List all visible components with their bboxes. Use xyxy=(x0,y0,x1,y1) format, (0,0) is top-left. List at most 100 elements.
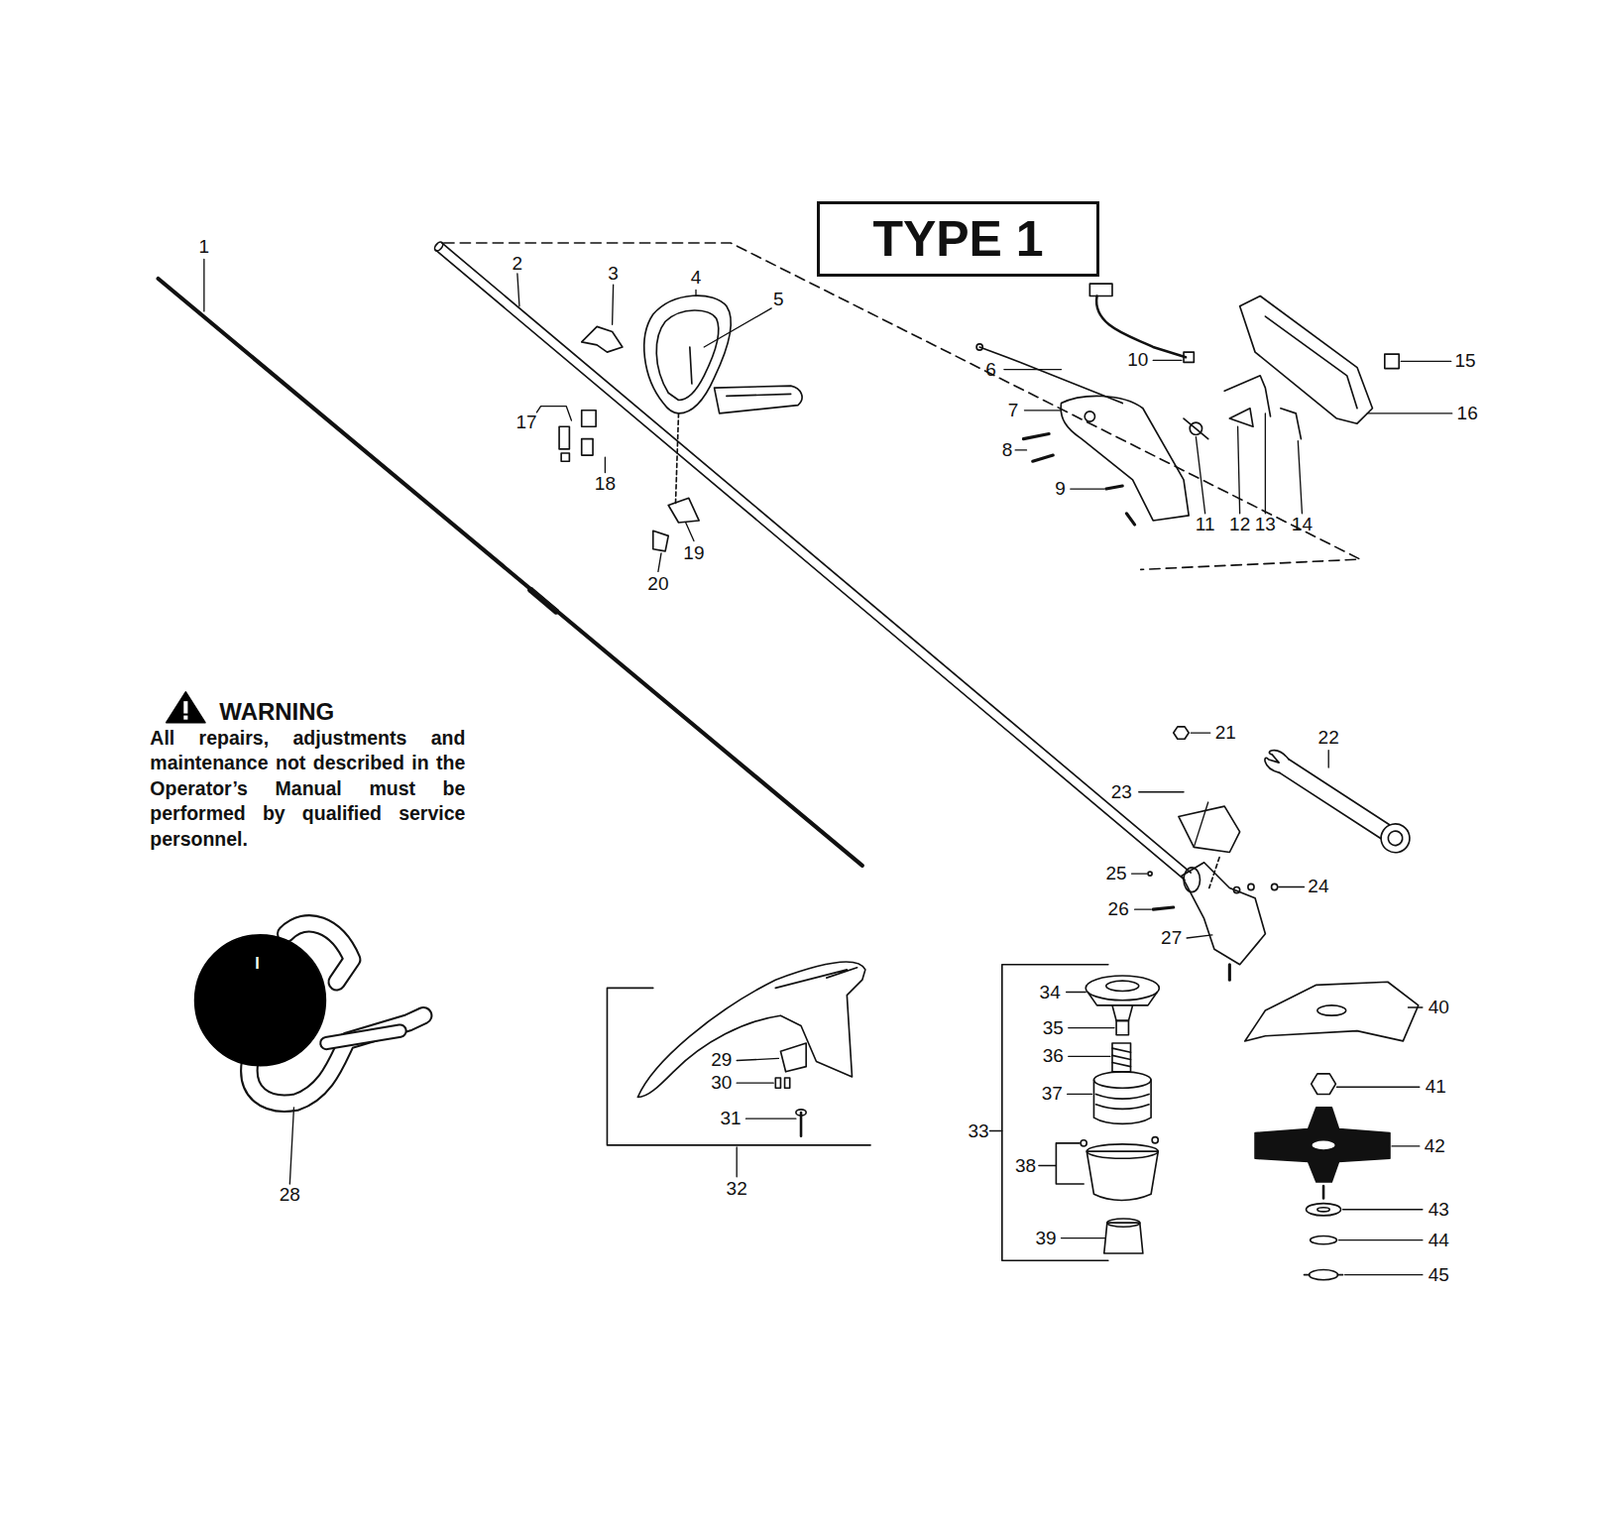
callout-number: 4 xyxy=(690,267,702,289)
nut-part xyxy=(561,453,570,461)
callout-number: 20 xyxy=(647,572,669,594)
callout-number: 11 xyxy=(1195,514,1216,536)
lock-washer xyxy=(1309,1268,1339,1279)
knob-top xyxy=(1107,1218,1141,1227)
head-cap-body xyxy=(1087,992,1157,1022)
warning-mark xyxy=(183,700,188,713)
callout-number: 34 xyxy=(1039,981,1061,1003)
screw xyxy=(1233,886,1240,893)
callout-number: 38 xyxy=(1015,1154,1036,1176)
blade-hole xyxy=(1311,1140,1337,1150)
callout-number: 1 xyxy=(199,236,211,258)
callout-number: 36 xyxy=(1042,1045,1064,1067)
warning-note: All repairs, adjustments and maintenance… xyxy=(149,725,465,853)
screw-head xyxy=(796,1109,806,1116)
callout-number: 41 xyxy=(1425,1076,1447,1098)
wire-connector xyxy=(1089,283,1113,296)
tube-end xyxy=(433,240,445,253)
callout-number: 10 xyxy=(1127,349,1148,371)
callout-number: 13 xyxy=(1255,514,1276,536)
clip-part xyxy=(581,326,623,352)
callout-number: 45 xyxy=(1428,1263,1450,1285)
switch-wire xyxy=(1096,296,1186,358)
eyelet xyxy=(1080,1140,1087,1146)
tube-edge xyxy=(442,242,1192,873)
guard-detail xyxy=(775,967,857,989)
guard-plate xyxy=(780,1042,806,1072)
screw xyxy=(1126,513,1135,525)
blade-nut xyxy=(1311,1073,1337,1095)
callout-number: 43 xyxy=(1428,1198,1450,1220)
strap-band xyxy=(326,1030,400,1043)
pin xyxy=(1147,871,1152,876)
callout-number: 31 xyxy=(719,1108,741,1130)
callout-number: 21 xyxy=(1215,722,1237,744)
callout-number: 18 xyxy=(594,472,616,494)
harness xyxy=(195,922,425,1103)
spacer-part xyxy=(559,426,570,450)
handle-screw xyxy=(689,346,692,384)
sub-bracket xyxy=(1055,1142,1084,1184)
handle-outer xyxy=(644,295,731,414)
wrench-ring xyxy=(1385,827,1406,848)
trigger-part xyxy=(1224,375,1270,417)
callout-number: 42 xyxy=(1424,1135,1446,1156)
washer xyxy=(1306,1203,1342,1216)
callout-number: 33 xyxy=(968,1120,990,1142)
spring-coil xyxy=(1112,1047,1132,1067)
callout-number: 8 xyxy=(1002,439,1014,460)
type-box: TYPE 1 xyxy=(816,201,1099,277)
callout-number: 39 xyxy=(1034,1227,1056,1249)
clamp-nut xyxy=(653,530,669,552)
callout-number: 12 xyxy=(1229,514,1251,536)
clamp-part xyxy=(668,497,699,523)
assembly-line xyxy=(1322,1185,1326,1198)
head-cap xyxy=(1085,975,1159,1001)
callout-number: 30 xyxy=(710,1072,732,1094)
wrench-ring xyxy=(1375,817,1416,858)
nut-part xyxy=(581,439,593,456)
wrench-body xyxy=(1279,759,1390,839)
washer xyxy=(1310,1236,1338,1245)
loop-handle xyxy=(644,295,802,505)
callout-number: 3 xyxy=(607,262,619,284)
nut xyxy=(1173,726,1189,739)
head-cap-hub xyxy=(1106,980,1140,991)
callout-number: 28 xyxy=(279,1184,301,1206)
callout-number: 17 xyxy=(516,412,538,434)
cover-hole xyxy=(1317,1005,1347,1016)
handle-inner xyxy=(656,310,719,400)
handle-grip xyxy=(714,385,802,414)
callout-number: 29 xyxy=(710,1049,732,1071)
callout-number: 5 xyxy=(773,288,785,310)
screw xyxy=(1152,907,1174,910)
grip-line xyxy=(726,393,792,396)
callout-number: 26 xyxy=(1108,899,1130,920)
grass-guard xyxy=(637,961,866,1097)
warning-mark xyxy=(183,715,188,720)
group-bracket xyxy=(1002,964,1109,1261)
callout-number: 37 xyxy=(1041,1083,1063,1105)
spindle xyxy=(1228,964,1232,980)
callout-number: 9 xyxy=(1054,478,1066,500)
callout-number: 44 xyxy=(1428,1229,1450,1251)
lever-part xyxy=(1229,408,1254,428)
wrench-open-end xyxy=(1261,746,1289,774)
assembly-line xyxy=(675,413,679,506)
callout-number: 16 xyxy=(1457,402,1479,424)
shield-bracket xyxy=(1178,805,1241,852)
washer-tab xyxy=(1303,1273,1343,1276)
callout-number: 14 xyxy=(1291,514,1313,536)
gearhead-collar xyxy=(1183,867,1200,893)
bolt xyxy=(1116,1020,1129,1034)
handle-hole xyxy=(1084,411,1095,422)
group-bracket xyxy=(606,987,871,1145)
logo-mark: I xyxy=(254,954,259,973)
callout-number: 35 xyxy=(1042,1017,1064,1038)
shaft-tube xyxy=(433,240,1191,881)
type-label: TYPE 1 xyxy=(872,214,1043,264)
callout-number: 6 xyxy=(985,358,997,380)
callout-number: 27 xyxy=(1160,927,1182,949)
gearhead xyxy=(1181,862,1265,965)
